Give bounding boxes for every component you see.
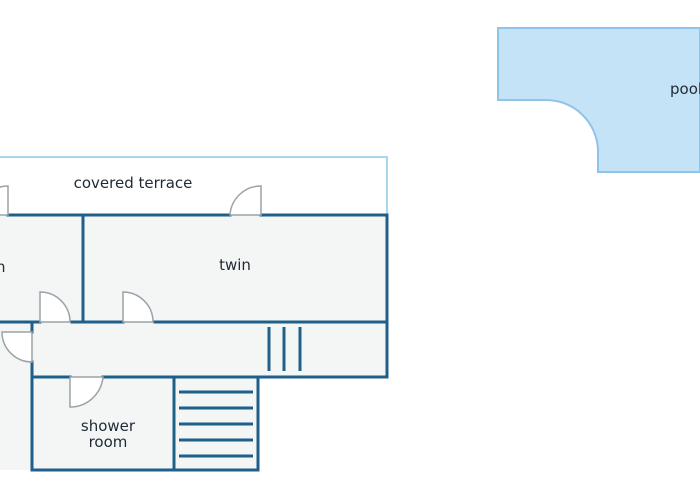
terrace-door-left <box>0 185 9 216</box>
twin-room-label: twin <box>219 256 251 274</box>
corridor-side-door <box>1 331 33 363</box>
lower-left-floor <box>0 377 32 470</box>
terrace-door-right <box>229 185 262 216</box>
hallway-floor <box>0 322 387 377</box>
walls <box>0 213 389 472</box>
left-room-door <box>39 291 71 323</box>
shower-room-label-line1: shower <box>81 417 136 435</box>
covered-terrace-label: covered terrace <box>74 174 193 192</box>
shower-room-label-line2: room <box>89 433 128 451</box>
room-floors <box>0 215 387 470</box>
doors <box>0 185 262 408</box>
covered-terrace-area <box>0 156 388 216</box>
shower-room-floor <box>32 377 174 470</box>
staircase <box>179 390 253 458</box>
corridor-steps <box>267 327 302 371</box>
pool-shape <box>497 27 700 173</box>
left-room-label: n <box>0 258 6 276</box>
shower-room-door <box>69 376 104 408</box>
pool-label: pool <box>670 80 700 98</box>
twin-room-door <box>122 291 154 323</box>
